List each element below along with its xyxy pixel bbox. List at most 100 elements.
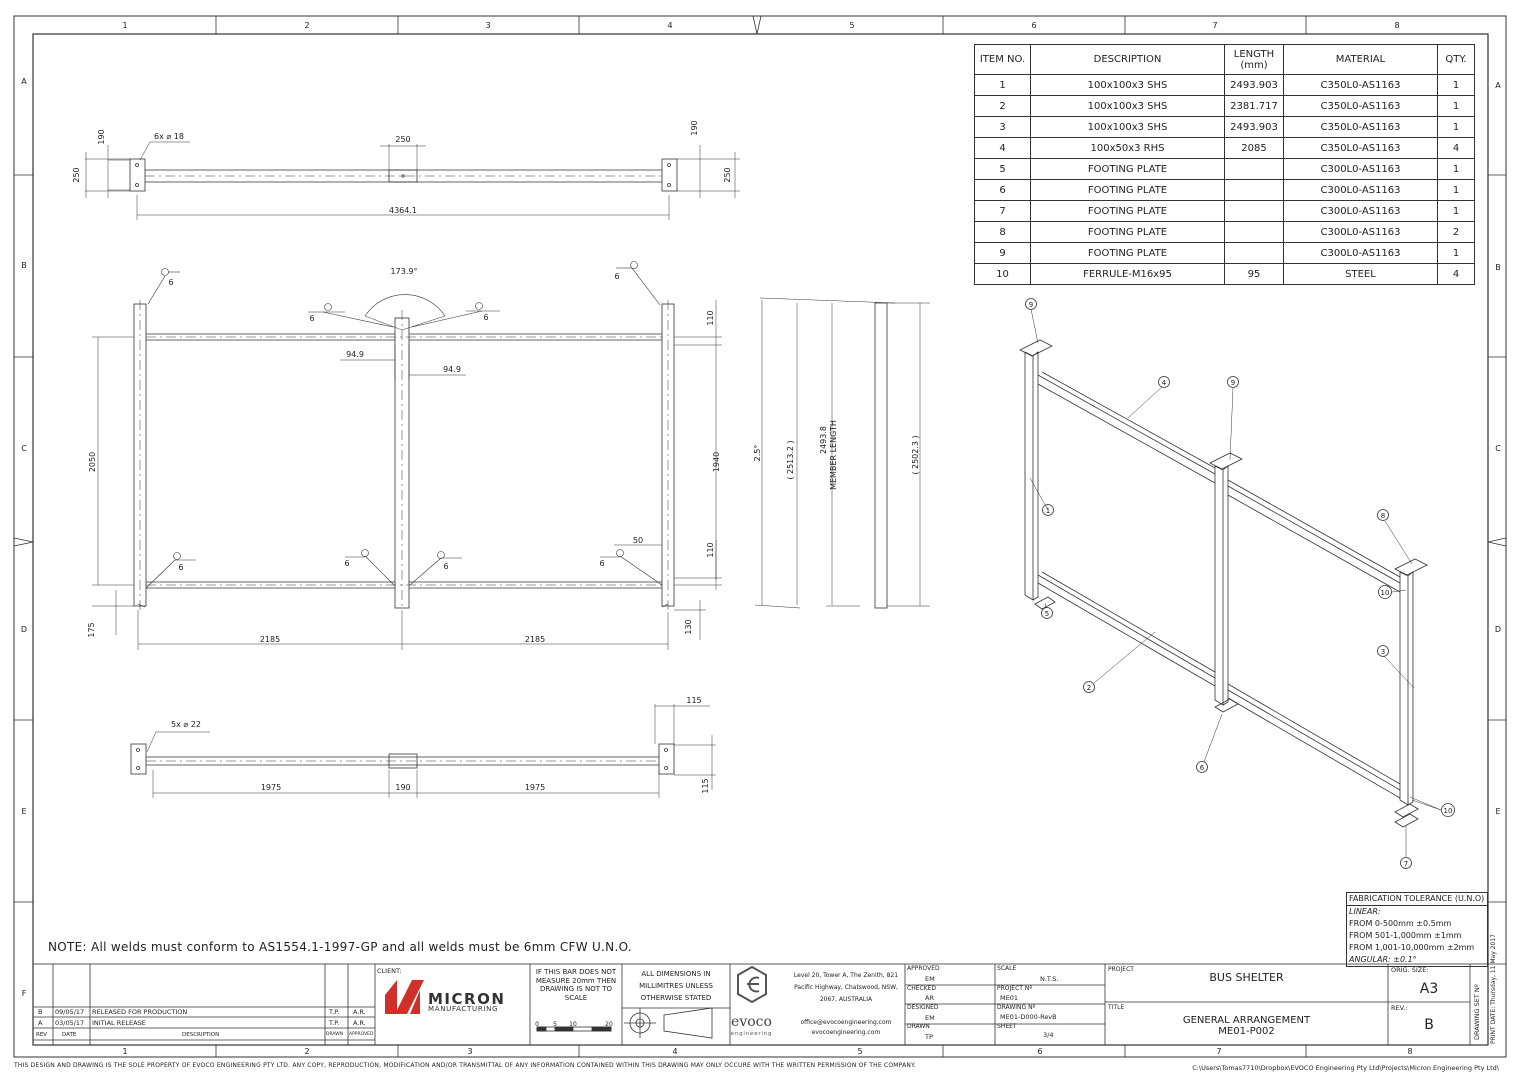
dim-label: 1975 (525, 783, 545, 792)
dim-label: 190 (690, 120, 699, 135)
col-label: 2 (304, 21, 309, 30)
orig-size-label: ORIG. SIZE: (1391, 966, 1429, 974)
bom-cell: 100x100x3 SHS (1030, 95, 1225, 117)
dim-label: 190 (395, 783, 410, 792)
rev-a-rev: A (38, 1019, 43, 1027)
bom-cell: C300L0-AS1163 (1283, 158, 1438, 180)
balloon-label: 10 (1444, 807, 1453, 815)
col-label: 5 (857, 1047, 862, 1056)
bom-cell: 4 (1437, 137, 1475, 159)
approved-label: APPROVED (907, 965, 940, 972)
bom-cell: 9 (974, 242, 1031, 264)
client-logo-text: MICRON (428, 990, 506, 1008)
col-label: 1 (122, 21, 127, 30)
drawing-no-label: DRAWING Nº (997, 1004, 1036, 1011)
balloon-label: 9 (1029, 301, 1033, 309)
isometric-view (1019, 298, 1455, 869)
bom-cell: 1 (1437, 95, 1475, 117)
bom-cell: C300L0-AS1163 (1283, 179, 1438, 201)
bottom-view (130, 704, 716, 798)
bom-cell: C300L0-AS1163 (1283, 200, 1438, 222)
bom-cell: 4 (1437, 263, 1475, 285)
project-label: PROJECT (1108, 966, 1134, 973)
drawing-title: GENERAL ARRANGEMENT (1182, 1015, 1311, 1026)
sheet-label: SHEET (997, 1023, 1017, 1030)
col-label: 5 (849, 21, 854, 30)
rev-a-approved: A.R. (353, 1019, 366, 1027)
row-label: B (1495, 263, 1501, 272)
dim-label: 110 (706, 542, 715, 557)
bom-cell: FOOTING PLATE (1030, 242, 1225, 264)
bom-cell: FOOTING PLATE (1030, 221, 1225, 243)
bom-cell (1224, 242, 1284, 264)
weld-symbol: 6 (483, 313, 488, 322)
weld-symbol: 6 (443, 562, 448, 571)
bom-cell: 10 (974, 263, 1031, 285)
firm-email: office@evocoengineering.com (800, 1019, 892, 1026)
project-no-value: ME01 (1000, 994, 1018, 1002)
row-label: E (1495, 807, 1500, 816)
col-label: 6 (1031, 21, 1036, 30)
dim-label: ( 2502.3 ) (911, 435, 920, 474)
firm-address: Level 20, Tower A, The Zenith, 821 Pacif… (793, 972, 899, 1003)
dim-label: 6x ⌀ 18 (154, 132, 184, 141)
bom-cell (1224, 158, 1284, 180)
balloon-label: 3 (1381, 648, 1385, 656)
rev-a-date: 03/05/17 (55, 1019, 85, 1027)
col-label: 8 (1407, 1047, 1412, 1056)
title-block-lines (32, 963, 1506, 1046)
zone-ticks (13, 15, 1507, 1057)
balloon-label: 4 (1162, 379, 1167, 387)
rev-label: REV.: (1391, 1004, 1408, 1012)
row-label: B (21, 261, 27, 270)
bom-cell: FOOTING PLATE (1030, 179, 1225, 201)
bom-cell: 2381.717 (1224, 95, 1284, 117)
rev-header-desc: DESCRIPTION (182, 1032, 220, 1038)
drawing-number: ME01-P002 (1218, 1026, 1275, 1037)
dim-label: 110 (706, 310, 715, 325)
approved-value: EM (925, 975, 935, 983)
title-label: TITLE (1108, 1004, 1125, 1011)
bom-cell (1224, 221, 1284, 243)
dimensions-note: ALL DIMENSIONS IN MILLIMITRES UNLESS OTH… (639, 970, 713, 1002)
bom-cell: C300L0-AS1163 (1283, 242, 1438, 264)
side-view (754, 297, 930, 609)
designed-label: DESIGNED (907, 1004, 939, 1011)
bill-of-materials: ITEM NO. DESCRIPTION LENGTH (mm) MATERIA… (974, 44, 1475, 285)
weld-symbol: 6 (168, 278, 173, 287)
row-label: E (21, 807, 26, 816)
rev-b-rev: B (38, 1008, 43, 1016)
dim-label: 190 (97, 129, 106, 144)
col-label: 7 (1212, 21, 1217, 30)
bom-cell: 8 (974, 221, 1031, 243)
bom-cell: 2493.903 (1224, 74, 1284, 96)
tolerance-line: FROM 1,001-10,000mm ±2mm (1349, 943, 1475, 952)
bom-cell: 4 (974, 137, 1031, 159)
copyright-footer: THIS DESIGN AND DRAWING IS THE SOLE PROP… (14, 1062, 916, 1069)
balloon-label: 10 (1381, 589, 1390, 597)
dim-label: 115 (686, 696, 701, 705)
orig-size-value: A3 (1419, 981, 1439, 997)
bom-cell: 2493.903 (1224, 116, 1284, 138)
bom-cell: 1 (1437, 200, 1475, 222)
row-label: D (21, 625, 27, 634)
tolerance-line: FROM 501-1,000mm ±1mm (1349, 931, 1462, 940)
bom-header: DESCRIPTION (1030, 44, 1225, 75)
scale-tick: 5 (553, 1021, 557, 1028)
bom-cell: C350L0-AS1163 (1283, 74, 1438, 96)
dim-label: 2.5° (753, 445, 762, 462)
bom-cell: 2085 (1224, 137, 1284, 159)
row-label: A (1495, 81, 1501, 90)
dim-label: 1975 (261, 783, 281, 792)
row-label: D (1495, 625, 1501, 634)
rev-a-desc: INITIAL RELEASE (92, 1019, 146, 1027)
dim-label: 5x ⌀ 22 (171, 720, 201, 729)
front-elevation (92, 261, 722, 650)
project-no-label: PROJECT Nº (997, 985, 1033, 992)
drawing-set-label: DRAWING SET Nº (1473, 984, 1481, 1040)
